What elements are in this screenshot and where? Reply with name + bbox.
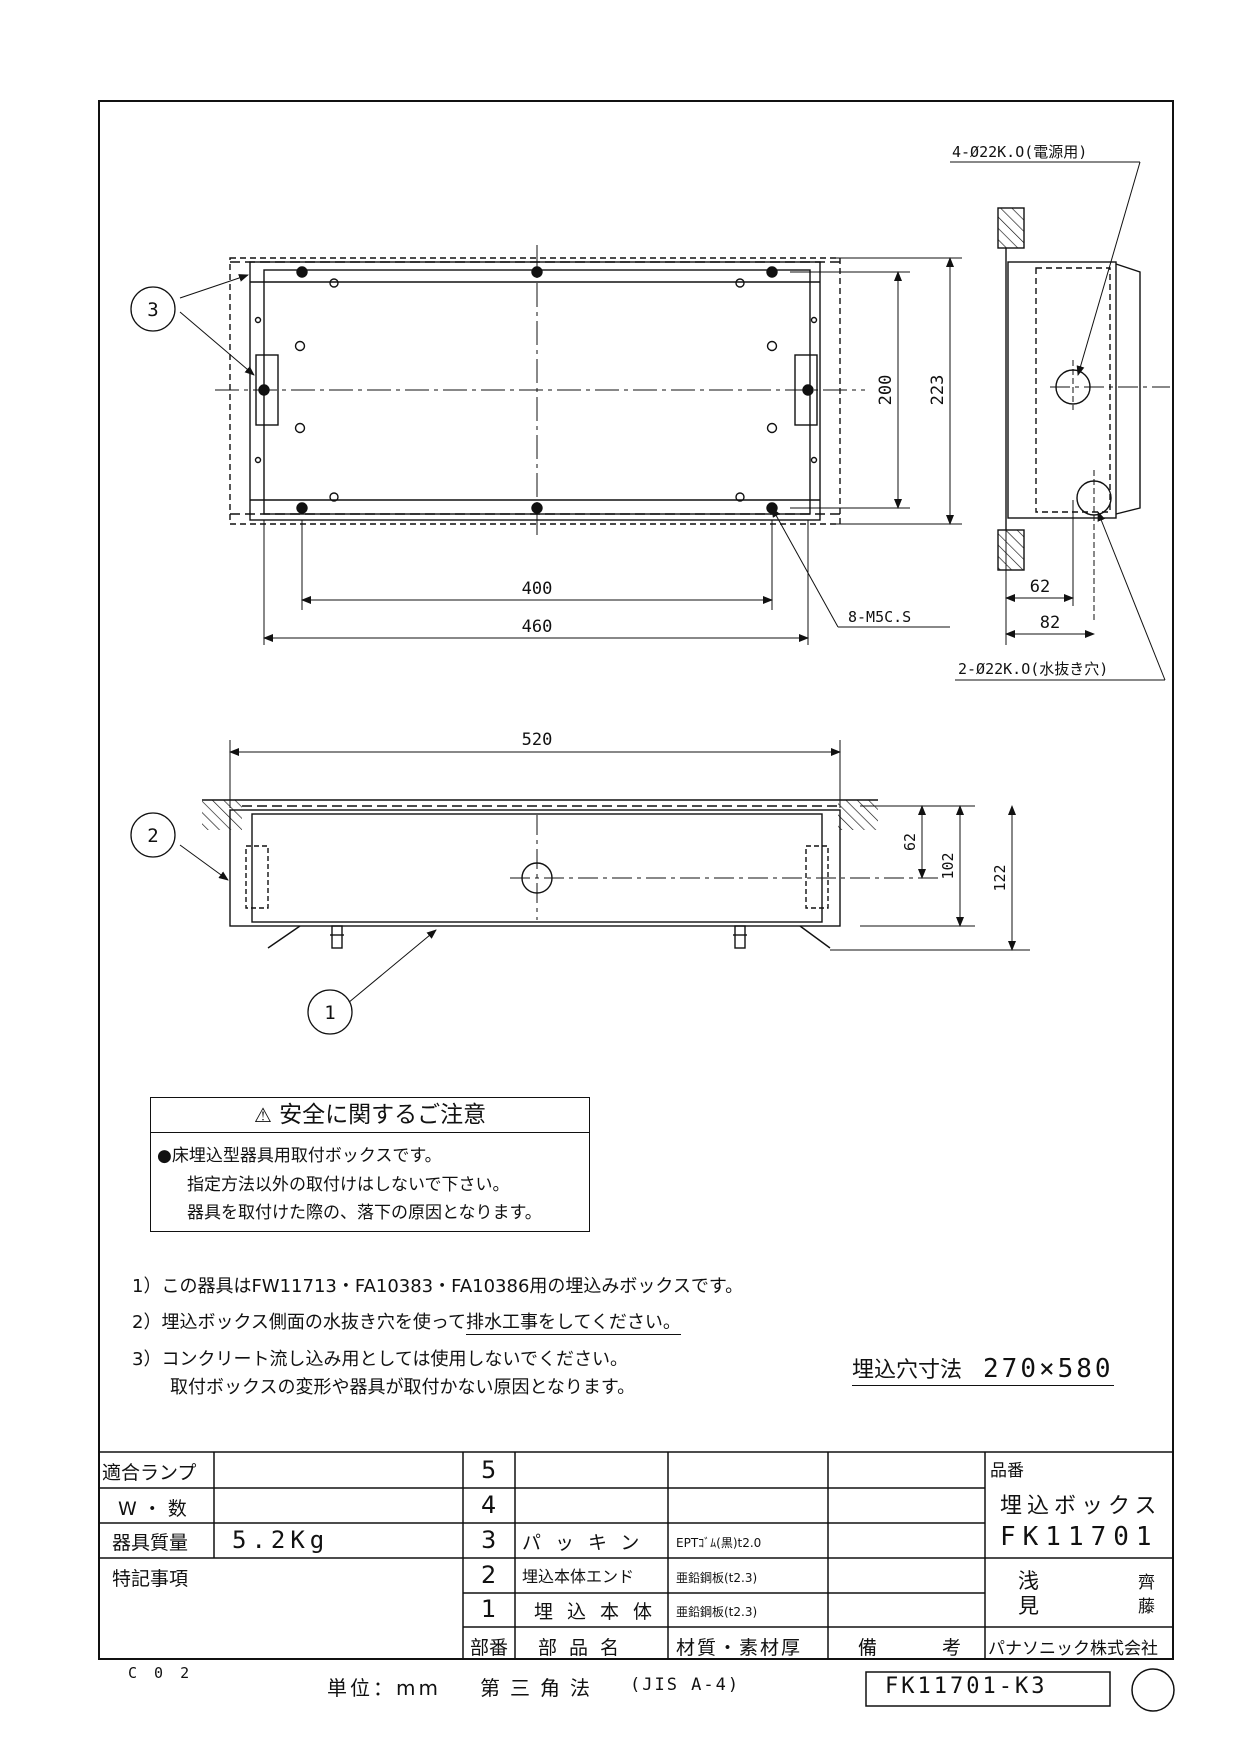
part-material: 亜鉛鋼板(t2.3) — [676, 1571, 758, 1585]
part-no: 2 — [481, 1561, 497, 1589]
header-part-name: 部品名 — [538, 1637, 632, 1659]
header-material: 材質・素材厚 — [676, 1637, 803, 1659]
dim-200: 200 — [876, 375, 896, 406]
part-material: EPTｺﾞﾑ(黒)t2.0 — [676, 1536, 762, 1550]
note-3b: 取付ボックスの変形や器具が取付かない原因となります。 — [170, 1377, 636, 1398]
callout-2: 2 — [147, 825, 158, 847]
part-name: 埋込本体エンド — [522, 1567, 635, 1586]
note-3a: 3）コンクリート流し込み用としては使用しないでください。 — [132, 1349, 629, 1370]
drawing-number: FK11701-K3 — [885, 1674, 1048, 1699]
note-2: 2）埋込ボックス側面の水抜き穴を使って排水工事をしてください。 — [132, 1308, 681, 1335]
safety-notice-title: 安全に関するご注意 — [279, 1102, 487, 1128]
safety-line-2: 指定方法以外の取付けはしないで下さい。 — [187, 1175, 510, 1195]
part-material: 亜鉛鋼板(t2.3) — [676, 1605, 758, 1619]
safety-line-1: ●床埋込型器具用取付ボックスです。 — [157, 1146, 442, 1166]
header-remark-b: 考 — [942, 1637, 962, 1659]
watt-label: W・数 — [118, 1498, 193, 1520]
callout-1-circle — [307, 989, 353, 1035]
part-no: 4 — [481, 1491, 497, 1519]
label-drain-holes: 2-Ø22K.O(水抜き穴) — [958, 660, 1108, 678]
drawing-number-box — [865, 1671, 1111, 1707]
warning-icon: ⚠ — [253, 1103, 272, 1127]
product-name: 埋込ボックス — [1000, 1494, 1162, 1519]
dim-520: 520 — [522, 730, 553, 750]
standard-label: (JIS A-4) — [630, 1675, 741, 1695]
callout-2-circle — [130, 812, 176, 858]
note-1: 1）この器具はFW11713・FA10383・FA10386用の埋込みボックスで… — [132, 1276, 744, 1297]
part-no: 3 — [481, 1526, 497, 1554]
lamp-label: 適合ランプ — [102, 1462, 197, 1484]
dim-82: 82 — [1040, 613, 1060, 633]
safety-notice: ⚠ 安全に関するご注意 ●床埋込型器具用取付ボックスです。 指定方法以外の取付け… — [150, 1097, 590, 1232]
header-remark-a: 備 — [858, 1637, 878, 1659]
signer-1a: 浅 — [1018, 1569, 1039, 1593]
dim-122: 122 — [991, 864, 1009, 891]
product-label: 品番 — [990, 1461, 1024, 1481]
safety-line-3: 器具を取付けた際の、落下の原因となります。 — [187, 1203, 542, 1223]
note-2-underlined: 排水工事をしてください。 — [466, 1312, 681, 1335]
top-view — [215, 245, 865, 535]
special-label: 特記事項 — [112, 1568, 189, 1590]
dim-400: 400 — [522, 579, 553, 599]
front-view — [202, 799, 940, 949]
label-screws: 8-M5C.S — [848, 608, 911, 626]
callout-3: 3 — [147, 299, 158, 321]
part-no: 1 — [481, 1595, 497, 1623]
hole-dimension: 埋込穴寸法 270×580 — [852, 1352, 1114, 1386]
projection-label: 第三角法 — [480, 1676, 600, 1700]
dim-460: 460 — [522, 617, 553, 637]
revision-circle — [1131, 1668, 1175, 1712]
hole-dimension-value: 270×580 — [983, 1354, 1114, 1384]
signer-1b: 齊 — [1138, 1573, 1155, 1593]
dim-223: 223 — [928, 375, 948, 406]
revision-code: C 0 2 — [128, 1664, 194, 1682]
safety-notice-header: ⚠ 安全に関するご注意 — [151, 1098, 589, 1133]
side-view — [997, 207, 1170, 620]
signer-2b: 藤 — [1138, 1597, 1155, 1617]
part-name: 埋込本体 — [534, 1601, 667, 1623]
company-name: パナソニック株式会社 — [988, 1639, 1158, 1659]
unit-label: 単位：mm — [327, 1676, 441, 1700]
signer-2a: 見 — [1018, 1594, 1039, 1618]
part-no: 5 — [481, 1456, 497, 1484]
mass-value: 5.2Kg — [232, 1526, 330, 1554]
header-part-no: 部番 — [470, 1637, 509, 1659]
product-code: FK11701 — [1000, 1522, 1159, 1552]
callout-3-circle — [130, 286, 176, 332]
dim-62-front: 62 — [901, 833, 919, 851]
dim-102: 102 — [939, 852, 957, 879]
dim-62-side: 62 — [1030, 577, 1050, 597]
callout-1: 1 — [324, 1002, 335, 1024]
note-2-prefix: 2）埋込ボックス側面の水抜き穴を使って — [132, 1312, 467, 1333]
part-name: パッキン — [522, 1532, 654, 1554]
hole-dimension-label: 埋込穴寸法 — [852, 1358, 963, 1383]
drawing-frame — [98, 100, 1174, 1660]
label-power-holes: 4-Ø22K.O(電源用) — [952, 143, 1087, 161]
mass-label: 器具質量 — [112, 1532, 189, 1554]
